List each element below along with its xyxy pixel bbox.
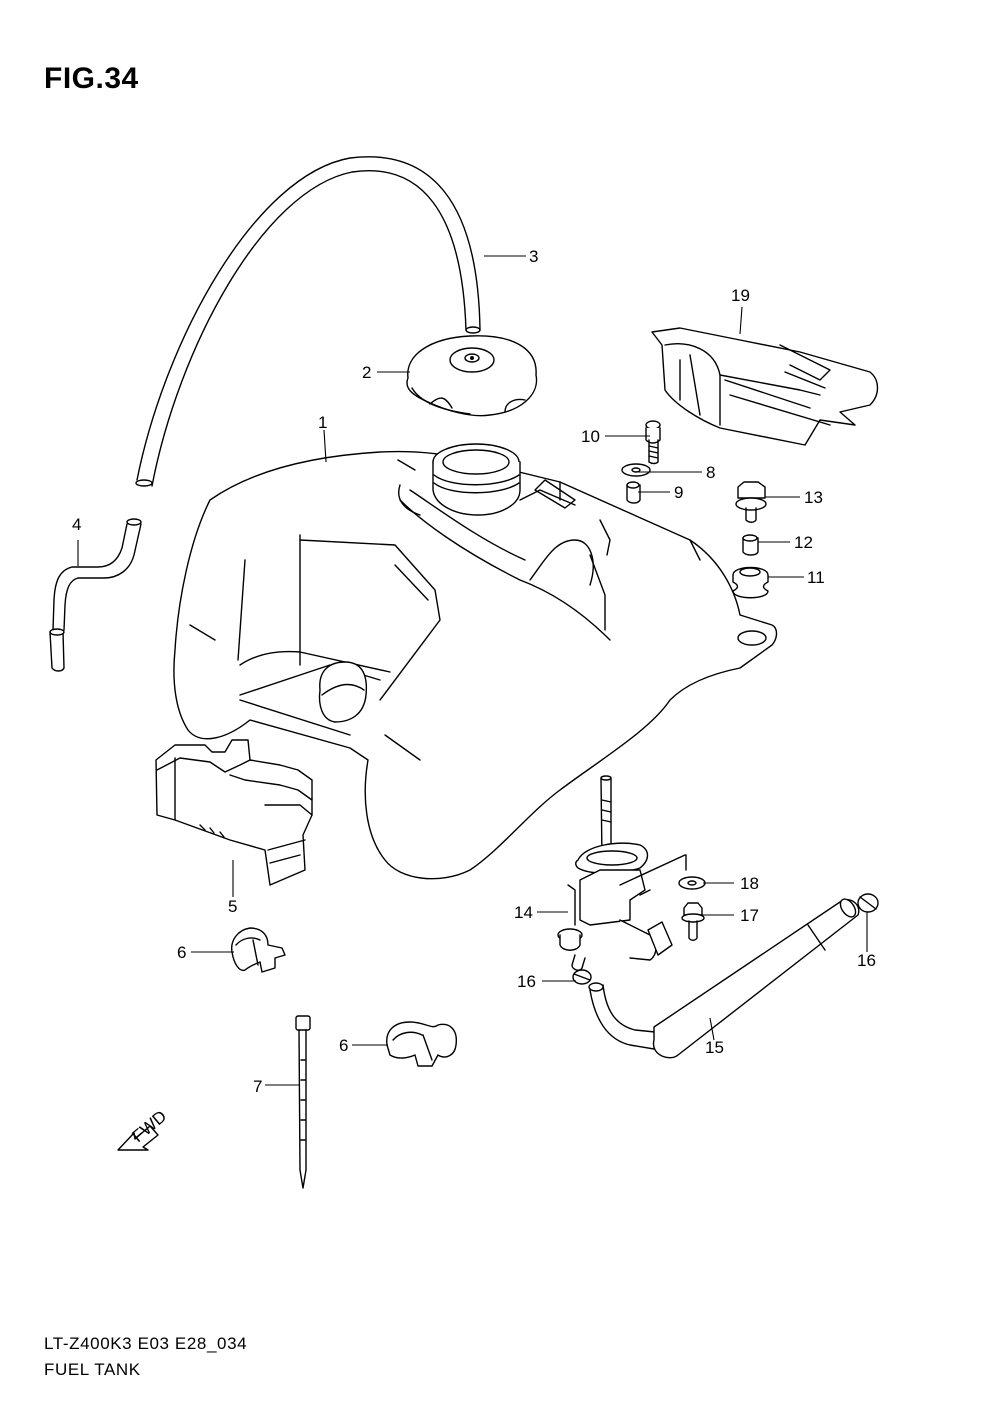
callout-3: 3 <box>529 247 538 266</box>
callout-9: 9 <box>674 483 683 502</box>
callout-2: 2 <box>362 363 371 382</box>
hose-clamp-6a <box>231 927 286 973</box>
figure-title: FIG.34 <box>44 62 139 95</box>
callout-4: 4 <box>72 515 81 534</box>
callout-6b: 6 <box>339 1036 348 1055</box>
callout-12: 12 <box>794 533 813 552</box>
fuel-valve <box>557 775 687 971</box>
callout-19: 19 <box>731 286 750 305</box>
drain-hose <box>49 518 142 672</box>
bolt-10 <box>645 420 661 465</box>
callout-1: 1 <box>318 413 327 432</box>
callout-13: 13 <box>804 488 823 507</box>
washer-18 <box>678 876 706 890</box>
collar-9 <box>626 481 641 504</box>
leader-lines <box>77 255 868 1086</box>
fuel-tank <box>173 443 778 880</box>
holder-bracket <box>155 739 313 886</box>
bolt-17 <box>681 902 705 941</box>
hose-clamp-6b <box>386 1021 457 1067</box>
callout-16b: 16 <box>857 951 876 970</box>
callout-labels: 1 2 3 4 5 6 6 7 8 9 10 11 12 13 14 15 16… <box>72 247 876 1096</box>
callout-5: 5 <box>228 897 237 916</box>
collar-12 <box>742 534 759 556</box>
callout-8: 8 <box>706 463 715 482</box>
grommet-11 <box>732 566 769 599</box>
callout-14: 14 <box>514 903 533 922</box>
callout-6a: 6 <box>177 943 186 962</box>
callout-18: 18 <box>740 874 759 893</box>
callout-16a: 16 <box>517 972 536 991</box>
fuel-cap <box>406 335 538 417</box>
callout-11: 11 <box>807 568 825 587</box>
forward-arrow-icon: FWD <box>117 1107 170 1151</box>
fuel-hose <box>588 898 860 1059</box>
callout-17: 17 <box>740 906 759 925</box>
hose-clip-16b <box>857 893 879 913</box>
model-code: LT-Z400K3 E03 E28_034 <box>44 1334 248 1353</box>
callout-10: 10 <box>581 427 600 446</box>
hose-clip-16a <box>572 969 592 985</box>
cable-tie <box>295 1015 311 1189</box>
breather-hose <box>135 156 481 487</box>
bolt-13 <box>735 481 767 523</box>
tank-cover-bracket <box>651 327 879 446</box>
callout-15: 15 <box>705 1038 724 1057</box>
diagram-name: FUEL TANK <box>44 1360 141 1379</box>
washer-8 <box>621 463 651 477</box>
callout-7: 7 <box>253 1077 262 1096</box>
